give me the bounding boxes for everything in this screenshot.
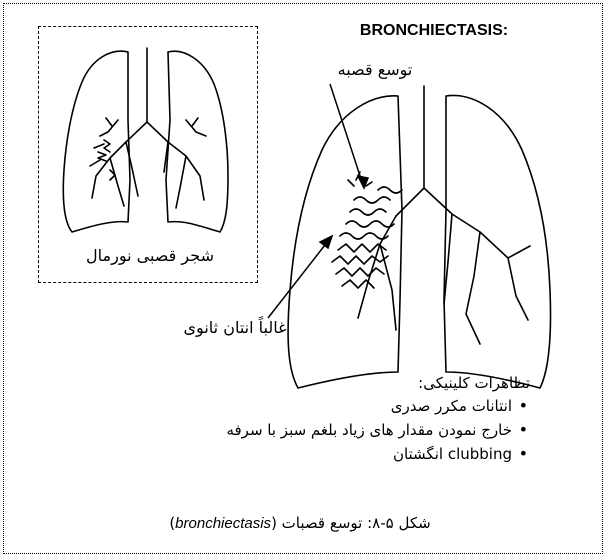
normal-lungs-drawing — [63, 48, 228, 232]
bronchus-widening-label: توسع قصبه — [320, 60, 430, 79]
clinical-features: تظاهرات کلینیکی: انتانات مکرر صدری خارج … — [110, 374, 530, 466]
clinical-item: انتانات مکرر صدری — [110, 394, 512, 418]
large-lungs-drawing — [288, 86, 550, 388]
secondary-infection-label: غالباً انتان ثانوی — [150, 318, 320, 337]
clinical-item: خارج نمودن مقدار های زیاد بلغم سبز با سر… — [110, 418, 512, 442]
clinical-heading: تظاهرات کلینیکی: — [110, 374, 530, 392]
figure-title: BRONCHIECTASIS: — [300, 22, 568, 40]
clinical-list: انتانات مکرر صدری خارج نمودن مقدار های ز… — [110, 394, 530, 466]
normal-tree-label: شجر قصبی نورمال — [60, 246, 240, 265]
caption-term: bronchiectasis — [175, 515, 271, 532]
figure-caption: شکل ۵-۸: توسع قصبات (bronchiectasis) — [60, 514, 540, 532]
clinical-item: clubbing انگشتان — [110, 442, 512, 466]
caption-prefix: شکل ۵-۸: توسع قصبات ( — [271, 514, 431, 532]
